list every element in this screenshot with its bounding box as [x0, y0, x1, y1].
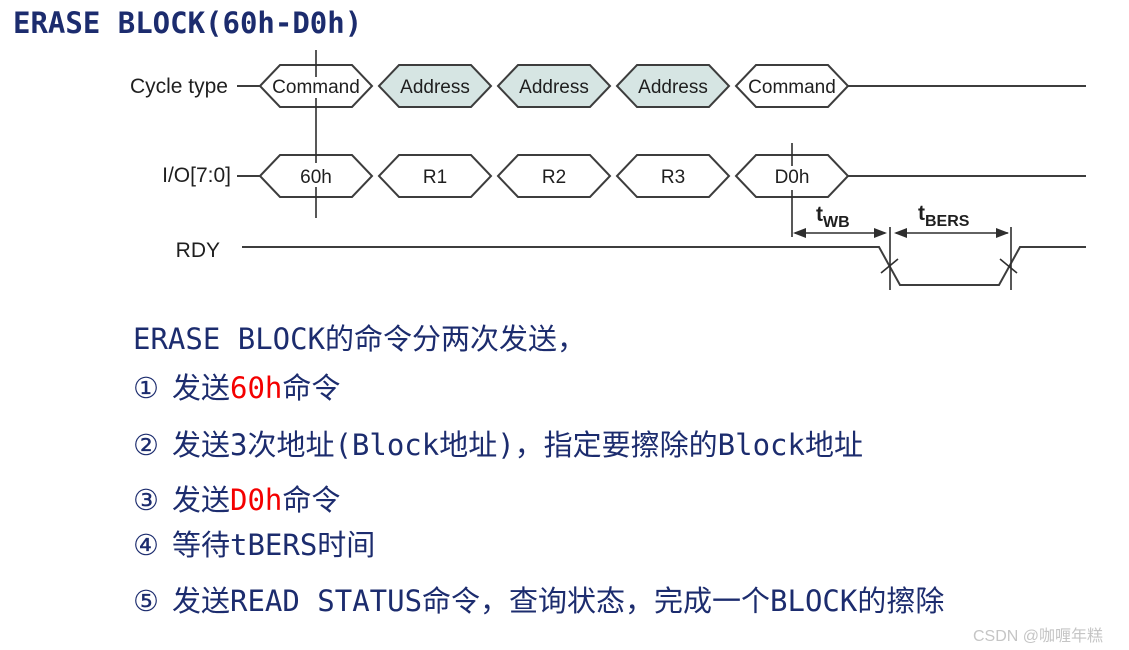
cycle-cell-address-1 — [377, 64, 493, 108]
hexagon-shape — [496, 64, 612, 108]
hexagon-shape — [496, 154, 612, 198]
step-4-number: ④ — [133, 528, 159, 562]
tbers-arrow — [894, 228, 1009, 238]
step-2-pre: 发送3次地址(Block地址)，指定要擦除的Block地址 — [172, 428, 863, 462]
step-5: ⑤ 发送READ STATUS命令，查询状态，完成一个BLOCK的擦除 — [133, 584, 944, 618]
cycle-cell-address-3 — [615, 64, 731, 108]
hexagon-shape — [258, 64, 374, 108]
step-5-number: ⑤ — [133, 584, 159, 618]
step-1-number: ① — [133, 371, 159, 405]
step-1-post: 命令 — [282, 371, 341, 405]
io-cell-r3 — [615, 154, 731, 198]
row-label-rdy: RDY — [176, 239, 220, 262]
body-intro: ERASE BLOCK的命令分两次发送， — [133, 322, 587, 356]
hexagon-shape — [377, 64, 493, 108]
hex-label: R2 — [542, 167, 566, 188]
hex-label: Address — [638, 77, 708, 98]
row-label-cycle-type: Cycle type — [130, 75, 228, 98]
step-5-pre: 发送READ STATUS命令，查询状态，完成一个BLOCK的擦除 — [172, 584, 945, 618]
step-4-pre: 等待tBERS时间 — [172, 528, 376, 562]
io-cell-60h — [258, 154, 374, 198]
cross-tick-fall — [880, 258, 899, 274]
hex-label: Address — [519, 77, 589, 98]
hex-label: Command — [272, 77, 360, 98]
hexagon-shape — [258, 154, 374, 198]
step-1: ① 发送60h命令 — [133, 371, 340, 405]
hex-label: Address — [400, 77, 470, 98]
twb-label: tWB — [816, 203, 850, 231]
step-3-highlight: D0h — [230, 483, 283, 517]
step-3-pre: 发送 — [172, 483, 231, 517]
page-title: ERASE BLOCK(60h-D0h) — [13, 6, 363, 40]
hexagon-shape — [734, 154, 850, 198]
cycle-cell-address-2 — [496, 64, 612, 108]
step-2-number: ② — [133, 428, 159, 462]
cross-tick-rise — [999, 258, 1018, 274]
step-3-post: 命令 — [282, 483, 341, 517]
step-1-highlight: 60h — [230, 371, 283, 405]
rdy-waveform — [242, 246, 1086, 286]
twb-arrow — [793, 228, 887, 238]
step-3: ③ 发送D0h命令 — [133, 483, 340, 517]
hex-label: 60h — [300, 167, 332, 188]
hexagon-shape — [377, 154, 493, 198]
timing-diagram: Cycle type I/O[7:0] RDY — [130, 50, 1086, 290]
step-3-number: ③ — [133, 483, 159, 517]
step-2: ② 发送3次地址(Block地址)，指定要擦除的Block地址 — [133, 428, 863, 462]
hex-label: R1 — [423, 167, 447, 188]
hexagon-shape — [734, 64, 850, 108]
watermark: CSDN @咖喱年糕 — [973, 628, 1104, 645]
io-cell-r2 — [496, 154, 612, 198]
step-1-pre: 发送 — [172, 371, 231, 405]
tbers-label: tBERS — [918, 202, 970, 230]
io-cell-d0h — [734, 154, 850, 198]
hex-label: Command — [748, 77, 836, 98]
hex-label: D0h — [775, 167, 810, 188]
cycle-cell-command-2 — [734, 64, 850, 108]
io-cell-r1 — [377, 154, 493, 198]
step-4: ④ 等待tBERS时间 — [133, 528, 375, 562]
cycle-cell-command-1 — [258, 64, 374, 108]
hex-label: R3 — [661, 167, 685, 188]
row-label-io: I/O[7:0] — [162, 164, 231, 187]
hexagon-shape — [615, 154, 731, 198]
hexagon-shape — [615, 64, 731, 108]
